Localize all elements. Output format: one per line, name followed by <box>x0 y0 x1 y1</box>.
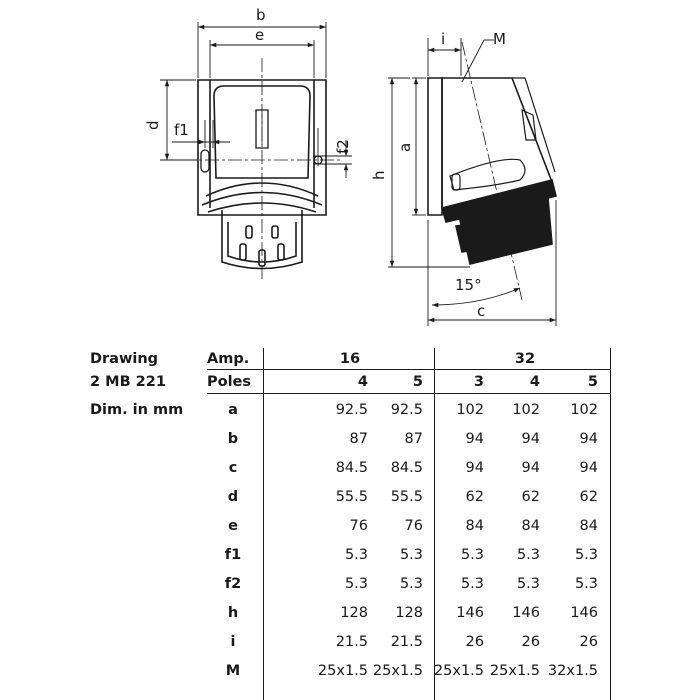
table-cell: 5.3 <box>399 576 423 592</box>
table-cell: 21.5 <box>390 634 423 650</box>
row-dimension-label: h <box>227 605 239 621</box>
dim-label-c: c <box>477 302 485 320</box>
side-view <box>388 38 557 326</box>
divider-right <box>610 348 611 700</box>
divider-left <box>263 348 264 700</box>
table-cell: 62 <box>579 489 598 505</box>
dim-label-h: h <box>370 170 388 180</box>
table-cell: 25x1.5 <box>372 663 423 679</box>
poles-cell: 4 <box>529 374 540 390</box>
row-dimension-label: c <box>228 460 238 476</box>
table-cell: 21.5 <box>335 634 368 650</box>
table-cell: 94 <box>579 460 598 476</box>
poles-label: Poles <box>207 374 252 390</box>
divider-mid <box>434 348 435 700</box>
table-cell: 94 <box>579 431 598 447</box>
table-cell: 55.5 <box>335 489 368 505</box>
table-cell: 92.5 <box>335 402 368 418</box>
table-cell: 94 <box>465 460 484 476</box>
table-cell: 94 <box>521 431 540 447</box>
row-dimension-label: e <box>228 518 238 534</box>
poles-cell: 5 <box>412 374 423 390</box>
row-dimension-label: M <box>225 663 241 679</box>
table-cell: 5.3 <box>574 547 598 563</box>
poles-cell: 4 <box>357 374 368 390</box>
table-cell: 5.3 <box>344 576 368 592</box>
table-cell: 94 <box>465 431 484 447</box>
front-view <box>160 22 352 280</box>
table-cell: 62 <box>521 489 540 505</box>
row-dimension-label: f1 <box>224 547 242 563</box>
dim-label-M: M <box>493 30 506 48</box>
table-cell: 84.5 <box>335 460 368 476</box>
drawing-number: 2 MB 221 <box>90 374 166 390</box>
row-dimension-label: i <box>230 634 236 650</box>
table-cell: 25x1.5 <box>433 663 484 679</box>
dim-label-i: i <box>441 30 445 48</box>
table-cell: 5.3 <box>516 576 540 592</box>
table-cell: 102 <box>570 402 598 418</box>
table-cell: 94 <box>521 460 540 476</box>
table-cell: 5.3 <box>574 576 598 592</box>
table-cell: 5.3 <box>516 547 540 563</box>
table-cell: 92.5 <box>390 402 423 418</box>
dim-label-e: e <box>255 26 264 44</box>
row-dimension-label: a <box>228 402 238 418</box>
table-cell: 5.3 <box>399 547 423 563</box>
table-cell: 26 <box>579 634 598 650</box>
table-cell: 76 <box>349 518 368 534</box>
amp-16: 16 <box>339 351 361 367</box>
table-cell: 32x1.5 <box>547 663 598 679</box>
dim-label-a: a <box>396 143 414 152</box>
table-cell: 87 <box>404 431 423 447</box>
table-cell: 128 <box>340 605 368 621</box>
table-cell: 5.3 <box>460 576 484 592</box>
table-cell: 146 <box>512 605 540 621</box>
row-dimension-label: b <box>227 431 239 447</box>
poles-cell: 5 <box>587 374 598 390</box>
dim-label-f1: f1 <box>174 121 189 139</box>
table-cell: 62 <box>465 489 484 505</box>
dim-label-d: d <box>144 120 162 130</box>
table-cell: 25x1.5 <box>489 663 540 679</box>
dimension-table: Drawing 2 MB 221 Amp. Poles Dim. in mm 1… <box>0 340 700 700</box>
table-cell: 26 <box>465 634 484 650</box>
dim-label-f2: f2 <box>334 139 352 154</box>
table-cell: 102 <box>456 402 484 418</box>
header-rule <box>207 369 610 370</box>
table-cell: 146 <box>570 605 598 621</box>
table-cell: 5.3 <box>344 547 368 563</box>
table-cell: 87 <box>349 431 368 447</box>
table-cell: 146 <box>456 605 484 621</box>
table-cell: 84 <box>521 518 540 534</box>
dim-label-angle: 15° <box>455 276 482 294</box>
amp-label: Amp. <box>207 351 250 367</box>
table-cell: 25x1.5 <box>317 663 368 679</box>
table-cell: 102 <box>512 402 540 418</box>
drawing-label: Drawing <box>90 351 159 367</box>
dim-label: Dim. in mm <box>90 402 184 418</box>
amp-32: 32 <box>514 351 536 367</box>
table-cell: 76 <box>404 518 423 534</box>
table-cell: 128 <box>395 605 423 621</box>
technical-drawing: b e d f1 f2 a h i M 15° c <box>144 6 557 326</box>
table-cell: 84 <box>465 518 484 534</box>
dim-label-b: b <box>256 6 266 24</box>
row-dimension-label: d <box>227 489 239 505</box>
table-cell: 5.3 <box>460 547 484 563</box>
table-cell: 84.5 <box>390 460 423 476</box>
table-cell: 26 <box>521 634 540 650</box>
table-cell: 55.5 <box>390 489 423 505</box>
poles-rule <box>207 393 610 394</box>
row-dimension-label: f2 <box>224 576 242 592</box>
table-cell: 84 <box>579 518 598 534</box>
poles-cell: 3 <box>473 374 484 390</box>
